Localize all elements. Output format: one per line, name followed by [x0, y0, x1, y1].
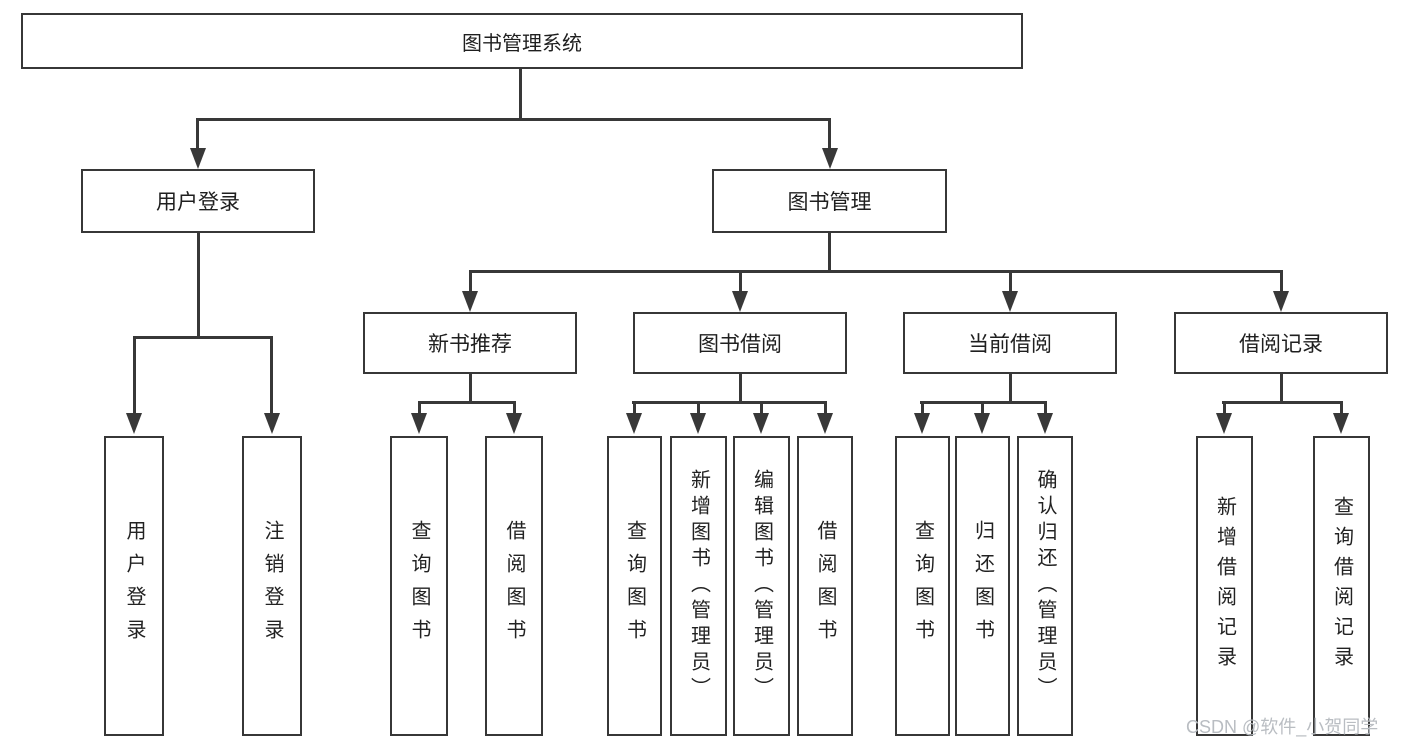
- arrow-down-icon: [974, 413, 990, 434]
- leaf-label: 新增图书（管理员）: [687, 469, 710, 703]
- connector-drop-leaf: [1044, 401, 1047, 415]
- leaf-borrow-query-books: 查询图书: [607, 436, 662, 736]
- connector-borrow-bar: [632, 401, 827, 404]
- connector-drop-leaf: [824, 401, 827, 415]
- connector-level3-bar: [469, 270, 1282, 273]
- connector-recommend-stem: [469, 374, 472, 403]
- leaf-recommend-borrow-books: 借阅图书: [485, 436, 543, 736]
- leaf-current-query-books: 查询图书: [895, 436, 950, 736]
- leaf-label: 查询借阅记录: [1330, 496, 1353, 676]
- node-label: 图书管理: [787, 191, 872, 214]
- csdn-watermark: CSDN @软件_小贺同学: [1186, 717, 1379, 737]
- node-label: 新书推荐: [428, 333, 512, 356]
- connector-recommend-bar: [418, 401, 516, 404]
- connector-drop-leaf: [1223, 401, 1226, 415]
- node-label: 图书借阅: [698, 333, 782, 356]
- arrow-down-icon: [753, 413, 769, 434]
- arrow-down-icon: [264, 413, 280, 434]
- connector-drop-mgmt: [828, 118, 831, 150]
- connector-drop-leaf: [981, 401, 984, 415]
- node-user-login-module: 用户登录: [81, 169, 315, 233]
- node-current-borrowing: 当前借阅: [903, 312, 1117, 374]
- node-borrowing-records: 借阅记录: [1174, 312, 1388, 374]
- connector-drop-recommend: [469, 270, 472, 294]
- connector-drop-leaf: [513, 401, 516, 415]
- leaf-label: 借阅图书: [814, 520, 836, 652]
- leaf-records-query-borrow-record: 查询借阅记录: [1313, 436, 1370, 736]
- arrow-down-icon: [462, 291, 478, 312]
- connector-drop-leaf: [1340, 401, 1343, 415]
- leaf-label: 查询图书: [408, 520, 430, 652]
- leaf-user-login: 用户登录: [104, 436, 164, 736]
- node-book-borrowing: 图书借阅: [633, 312, 847, 374]
- connector-records-bar: [1222, 401, 1343, 404]
- connector-drop-leaf: [133, 336, 136, 414]
- arrow-down-icon: [1002, 291, 1018, 312]
- connector-root-stem: [519, 69, 522, 120]
- connector-drop-leaf: [921, 401, 924, 415]
- leaf-records-add-borrow-record: 新增借阅记录: [1196, 436, 1253, 736]
- arrow-down-icon: [1037, 413, 1053, 434]
- node-label: 图书管理系统: [462, 32, 582, 55]
- connector-drop-leaf: [760, 401, 763, 415]
- connector-current-stem: [1009, 374, 1012, 403]
- connector-drop-current: [1009, 270, 1012, 294]
- arrow-down-icon: [1333, 413, 1349, 434]
- node-label: 用户登录: [156, 191, 240, 214]
- leaf-label: 编辑图书（管理员）: [750, 469, 773, 703]
- leaf-label: 确认归还（管理员）: [1034, 469, 1056, 703]
- leaf-label: 归还图书: [971, 520, 994, 652]
- leaf-label: 借阅图书: [503, 520, 525, 652]
- connector-drop-records: [1280, 270, 1283, 294]
- connector-drop-borrow: [739, 270, 742, 294]
- connector-mgmt-stem: [828, 233, 831, 272]
- arrow-down-icon: [914, 413, 930, 434]
- connector-drop-user: [196, 118, 199, 150]
- leaf-current-return-books: 归还图书: [955, 436, 1010, 736]
- arrow-down-icon: [1216, 413, 1232, 434]
- arrow-down-icon: [626, 413, 642, 434]
- arrow-down-icon: [126, 413, 142, 434]
- connector-drop-leaf: [633, 401, 636, 415]
- leaf-current-confirm-return-admin: 确认归还（管理员）: [1017, 436, 1073, 736]
- connector-borrow-stem: [739, 374, 742, 403]
- node-label: 借阅记录: [1239, 333, 1323, 356]
- connector-level2-bar: [197, 118, 831, 121]
- arrow-down-icon: [1273, 291, 1289, 312]
- connector-user-stem: [197, 233, 200, 338]
- leaf-borrow-add-books-admin: 新增图书（管理员）: [670, 436, 727, 736]
- connector-drop-leaf: [270, 336, 273, 414]
- arrow-down-icon: [190, 148, 206, 169]
- leaf-label: 用户登录: [123, 520, 145, 652]
- leaf-logout: 注销登录: [242, 436, 302, 736]
- connector-drop-leaf: [418, 401, 421, 415]
- leaf-recommend-query-books: 查询图书: [390, 436, 448, 736]
- arrow-down-icon: [732, 291, 748, 312]
- leaf-label: 注销登录: [261, 520, 283, 652]
- node-root: 图书管理系统: [21, 13, 1023, 69]
- leaf-label: 新增借阅记录: [1213, 496, 1236, 676]
- arrow-down-icon: [822, 148, 838, 169]
- connector-drop-leaf: [697, 401, 700, 415]
- node-new-book-recommend: 新书推荐: [363, 312, 577, 374]
- leaf-label: 查询图书: [623, 520, 646, 652]
- leaf-borrow-edit-books-admin: 编辑图书（管理员）: [733, 436, 790, 736]
- node-label: 当前借阅: [968, 333, 1052, 356]
- leaf-label: 查询图书: [911, 520, 934, 652]
- connector-records-stem: [1280, 374, 1283, 403]
- node-book-management: 图书管理: [712, 169, 947, 233]
- arrow-down-icon: [506, 413, 522, 434]
- leaf-borrow-borrow-books: 借阅图书: [797, 436, 853, 736]
- arrow-down-icon: [411, 413, 427, 434]
- connector-user-bar: [133, 336, 273, 339]
- arrow-down-icon: [690, 413, 706, 434]
- arrow-down-icon: [817, 413, 833, 434]
